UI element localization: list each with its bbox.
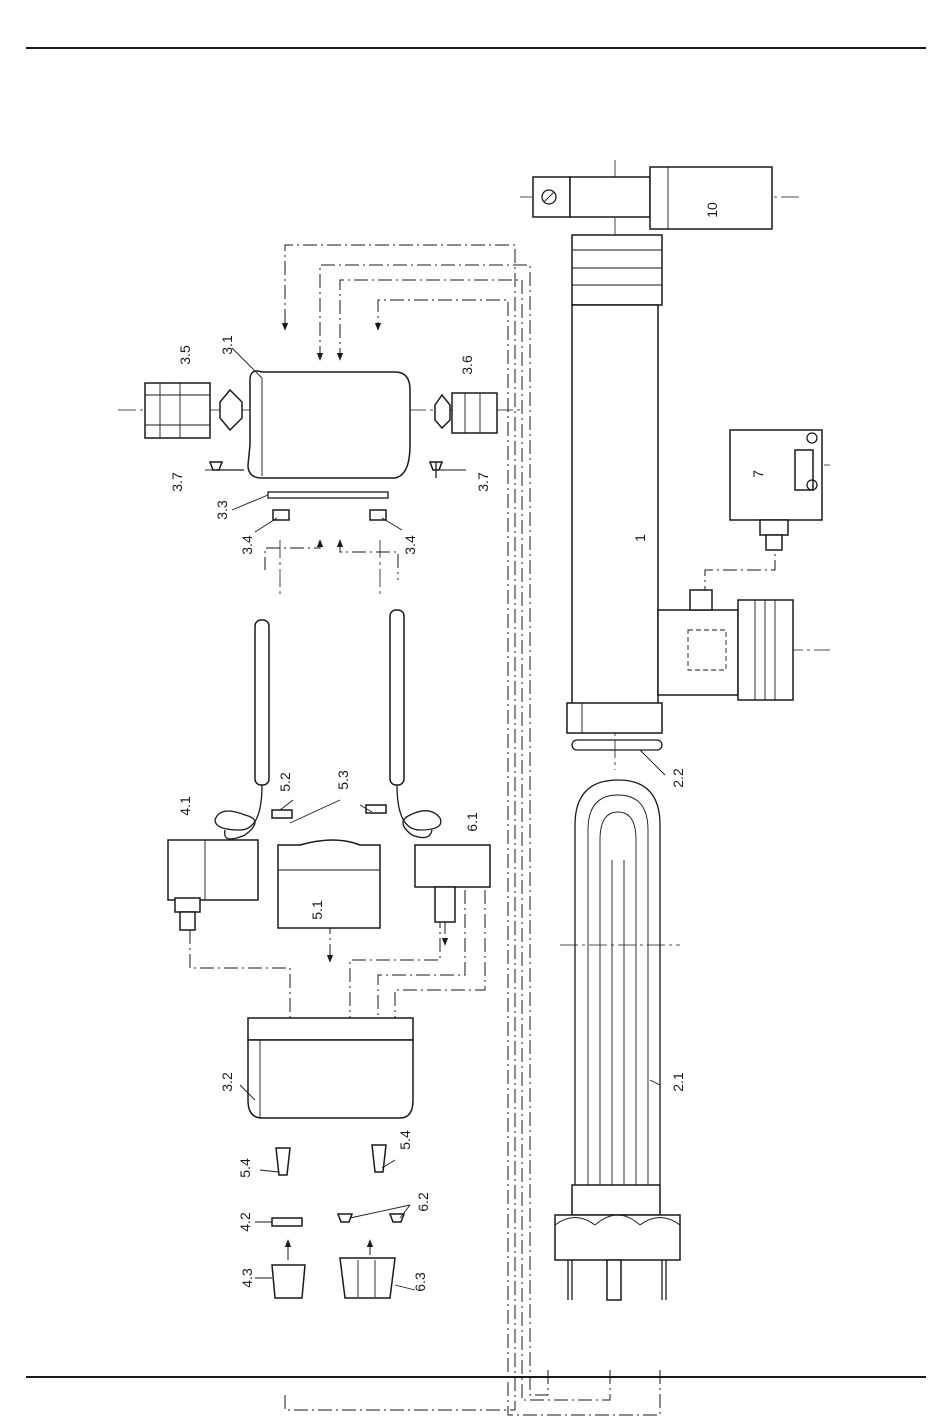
label-4-1: 4.1 (177, 796, 193, 816)
label-3-2: 3.2 (219, 1072, 235, 1092)
label-4-3: 4.3 (239, 1268, 255, 1288)
part-2-1-heating-element (555, 780, 680, 1300)
part-2-2-gasket (572, 740, 665, 775)
part-3-2-housing-cap (248, 1018, 413, 1118)
label-1: 1 (632, 534, 648, 542)
label-5-2: 5.2 (277, 772, 293, 792)
label-3-4b: 3.4 (402, 535, 418, 555)
label-3-7b: 3.7 (475, 472, 491, 492)
part-10-end-cap (533, 167, 772, 229)
part-3-3-gasket (268, 492, 388, 498)
label-3-6: 3.6 (459, 355, 475, 375)
label-2-1: 2.1 (670, 1072, 686, 1092)
part-6-3-knob (340, 1258, 395, 1298)
part-5-2-5-3-clips (272, 805, 386, 818)
label-4-2: 4.2 (237, 1212, 253, 1232)
label-5-1: 5.1 (309, 900, 325, 920)
label-7: 7 (750, 470, 766, 478)
part-3-4-terminals (273, 510, 386, 520)
part-5-4-screws (276, 1145, 386, 1175)
part-3-5-cable-gland (145, 383, 242, 438)
label-3-4a: 3.4 (239, 535, 255, 555)
part-4-1-thermostat (168, 840, 258, 930)
part-4-2-washer (272, 1218, 302, 1226)
part-3-6-cable-gland (435, 393, 497, 433)
part-6-2-screws (338, 1214, 404, 1222)
label-3-7a: 3.7 (169, 472, 185, 492)
label-6-1: 6.1 (464, 812, 480, 832)
part-5-1-switch (278, 840, 380, 928)
label-5-4b: 5.4 (397, 1130, 413, 1150)
label-6-3: 6.3 (412, 1272, 428, 1292)
label-5-3: 5.3 (335, 770, 351, 790)
part-7-thermostat-housing (730, 430, 822, 550)
label-10: 10 (704, 202, 720, 218)
label-3-1: 3.1 (219, 335, 235, 355)
label-5-4a: 5.4 (237, 1158, 253, 1178)
part-4-3-knob (272, 1265, 305, 1298)
part-6-1-controller (415, 845, 490, 922)
label-2-2: 2.2 (670, 768, 686, 788)
label-3-3: 3.3 (214, 500, 230, 520)
label-6-2: 6.2 (415, 1192, 431, 1212)
label-3-5: 3.5 (177, 345, 193, 365)
part-3-1-terminal-cover (248, 371, 410, 478)
capillary-sensors (215, 610, 441, 839)
